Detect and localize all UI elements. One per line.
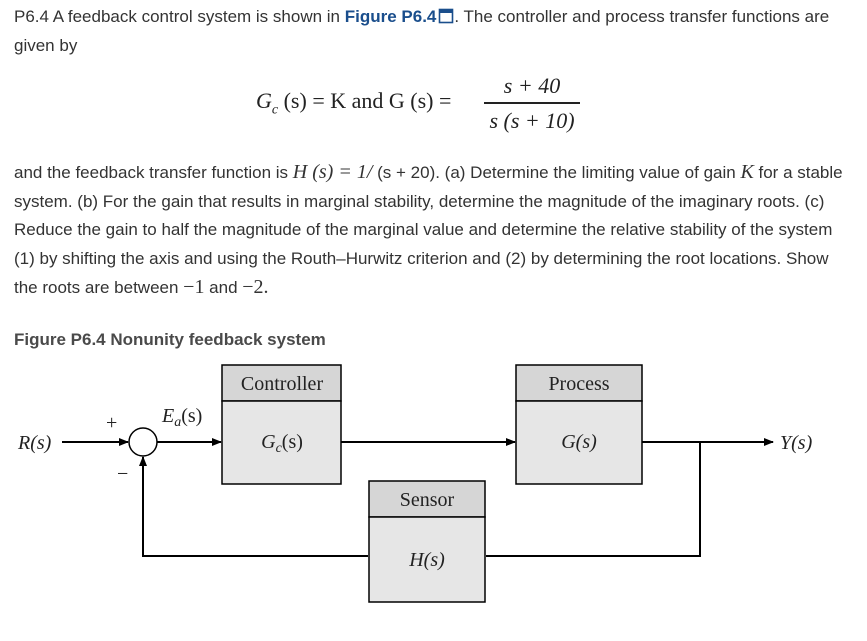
- eq-denominator: s (s + 10): [489, 107, 575, 133]
- gain-symbol: K: [740, 161, 754, 183]
- figure-link[interactable]: Figure P6.4: [344, 7, 437, 26]
- eq-gc-sub: c: [271, 102, 279, 118]
- eq-mid: (s) = K and G (s) =: [283, 88, 452, 113]
- feedback-return-line: [139, 456, 368, 557]
- input-label: R(s): [17, 432, 52, 454]
- sensor-tf: H(s): [408, 549, 445, 571]
- eq-numerator: s + 40: [503, 73, 561, 98]
- h-expression: H (s) = 1/: [292, 161, 373, 183]
- plus-sign: +: [106, 412, 117, 434]
- intro-suffix: . The controller and process transfer fu…: [14, 7, 830, 55]
- minus-sign: −: [117, 463, 128, 485]
- controller-tf: Gc(s): [261, 431, 303, 456]
- block-diagram: Controller Gc(s) Process G(s) Sensor H(s…: [17, 364, 813, 603]
- controller-label: Controller: [241, 373, 324, 395]
- body-part2: (s + 20). (a) Determine the limiting val…: [372, 163, 741, 182]
- sensor-block: Sensor H(s): [368, 480, 486, 603]
- process-tf: G(s): [561, 431, 597, 453]
- transfer-function-equation: Gc (s) = K and G (s) = s + 40 s (s + 10): [0, 72, 867, 140]
- process-block: Process G(s): [515, 364, 643, 485]
- output-label: Y(s): [780, 432, 813, 454]
- and-text: and: [204, 278, 243, 297]
- equation-lhs: Gc (s) = K and G (s) =: [256, 88, 451, 118]
- sensor-label: Sensor: [400, 489, 455, 511]
- intro-prefix: P6.4 A feedback control system is shown …: [14, 7, 345, 26]
- root-b: −2: [242, 276, 264, 298]
- open-figure-icon[interactable]: [438, 8, 454, 24]
- end-period: .: [263, 276, 269, 298]
- equation-fraction: s + 40 s (s + 10): [484, 72, 580, 135]
- problem-intro: P6.4 A feedback control system is shown …: [14, 3, 844, 60]
- eq-gc: G: [256, 88, 272, 113]
- fraction-bar: [484, 102, 580, 104]
- error-label: Ea(s): [161, 405, 202, 430]
- feedback-pickoff-line: [486, 442, 701, 557]
- problem-body: and the feedback transfer function is H …: [14, 158, 844, 303]
- summing-junction: [128, 427, 158, 457]
- body-part1: and the feedback transfer function is: [14, 163, 293, 182]
- process-label: Process: [548, 373, 609, 395]
- body-part3: for a stable system. (b) For the gain th…: [14, 163, 843, 297]
- figure-caption: Figure P6.4 Nonunity feedback system: [14, 330, 326, 349]
- root-a: −1: [183, 276, 205, 298]
- controller-block: Controller Gc(s): [221, 364, 342, 485]
